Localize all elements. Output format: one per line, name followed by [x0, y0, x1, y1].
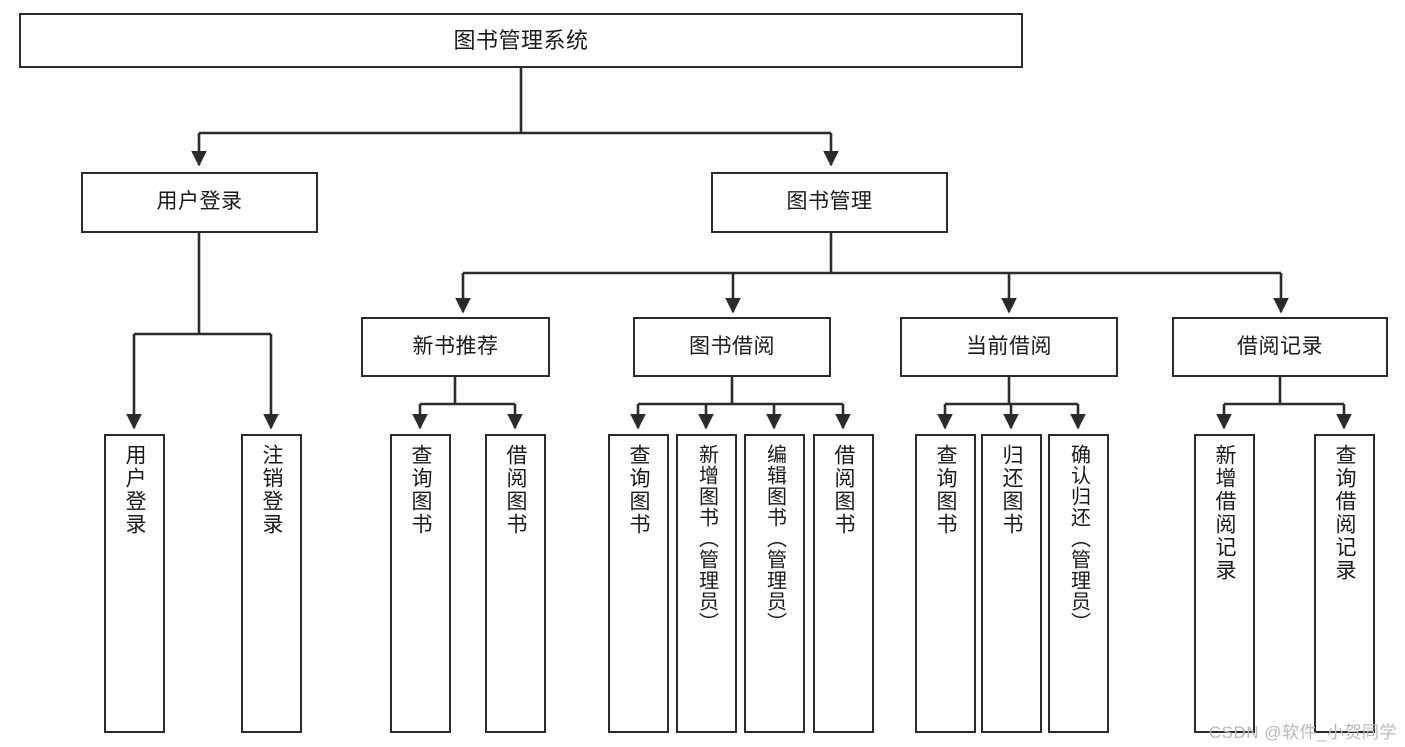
node-user-login[interactable]: 用户登录 [81, 172, 318, 233]
node-label: 用户登录 [156, 190, 243, 214]
leaf-book-borrow-borrow[interactable]: 借阅图书 [813, 434, 874, 733]
node-label: 确认归还（管理员） [1067, 444, 1090, 633]
node-label: 当前借阅 [966, 334, 1052, 358]
node-label: 借阅图书 [504, 444, 527, 536]
leaf-user-login-login[interactable]: 用户登录 [104, 434, 165, 733]
node-label: 借阅图书 [832, 444, 855, 536]
node-label: 查询借阅记录 [1333, 444, 1356, 582]
node-label: 新增图书（管理员） [695, 444, 718, 633]
node-label: 查询图书 [934, 444, 957, 536]
leaf-current-borrow-return[interactable]: 归还图书 [981, 434, 1042, 733]
node-label: 新书推荐 [412, 334, 499, 358]
leaf-borrow-record-add[interactable]: 新增借阅记录 [1194, 434, 1255, 733]
leaf-new-book-query[interactable]: 查询图书 [390, 434, 451, 733]
node-root-system[interactable]: 图书管理系统 [19, 13, 1023, 68]
leaf-user-login-logout[interactable]: 注销登录 [241, 434, 302, 733]
node-book-borrow[interactable]: 图书借阅 [633, 317, 831, 377]
node-borrow-record[interactable]: 借阅记录 [1172, 317, 1388, 377]
leaf-borrow-record-query[interactable]: 查询借阅记录 [1314, 434, 1375, 733]
node-label: 图书管理 [786, 190, 873, 214]
node-label: 查询图书 [627, 444, 650, 536]
node-label: 归还图书 [1000, 444, 1023, 536]
node-label: 用户登录 [123, 444, 146, 536]
node-label: 图书借阅 [689, 334, 775, 358]
leaf-current-borrow-query[interactable]: 查询图书 [915, 434, 976, 733]
leaf-book-borrow-edit[interactable]: 编辑图书（管理员） [744, 434, 805, 733]
node-new-book-recommend[interactable]: 新书推荐 [361, 317, 550, 377]
node-current-borrow[interactable]: 当前借阅 [900, 317, 1118, 377]
leaf-book-borrow-query[interactable]: 查询图书 [608, 434, 669, 733]
node-label: 注销登录 [260, 444, 283, 536]
node-label: 查询图书 [409, 444, 432, 536]
leaf-current-borrow-confirm-return[interactable]: 确认归还（管理员） [1048, 434, 1109, 733]
leaf-book-borrow-add[interactable]: 新增图书（管理员） [676, 434, 737, 733]
csdn-watermark: CSDN @软件_小贺同学 [1208, 723, 1397, 742]
node-label: 图书管理系统 [453, 27, 589, 53]
node-book-manage[interactable]: 图书管理 [711, 172, 948, 233]
leaf-new-book-borrow[interactable]: 借阅图书 [485, 434, 546, 733]
node-label: 新增借阅记录 [1213, 444, 1236, 582]
node-label: 编辑图书（管理员） [763, 444, 786, 633]
node-label: 借阅记录 [1237, 334, 1323, 358]
